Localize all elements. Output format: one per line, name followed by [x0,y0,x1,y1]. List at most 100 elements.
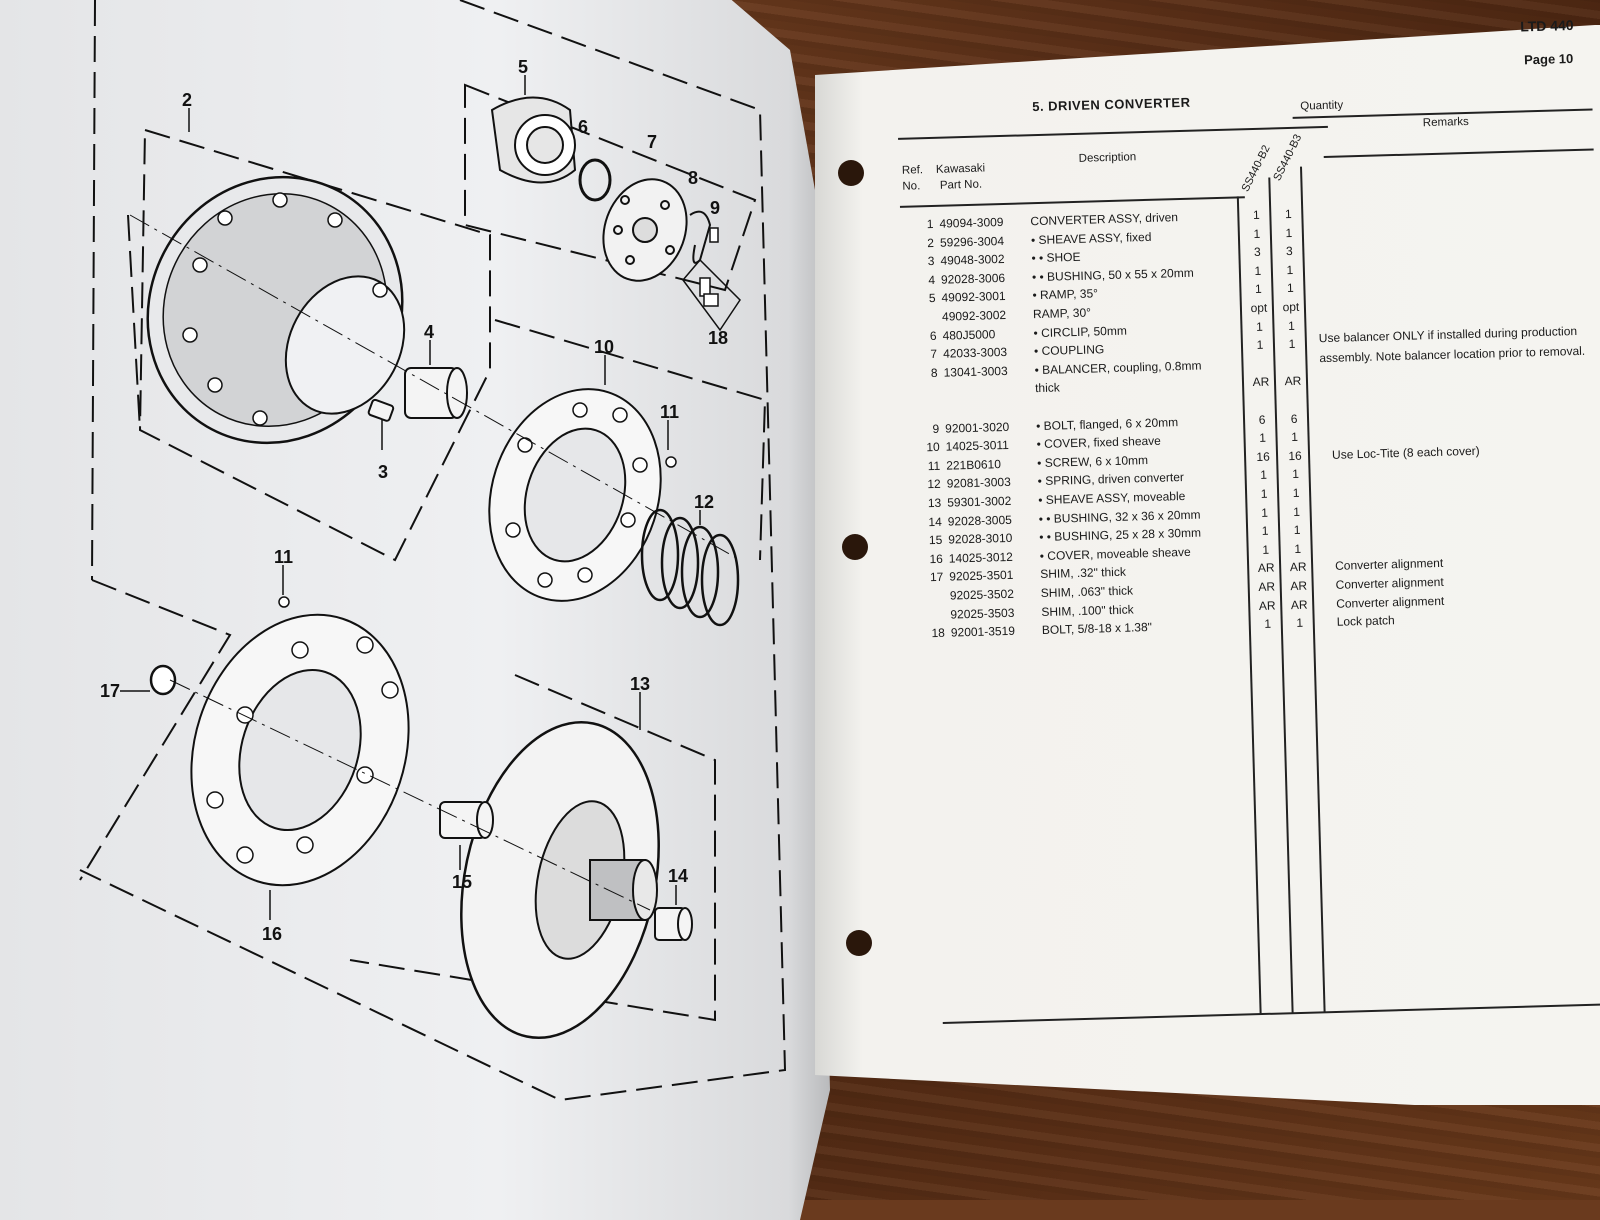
callout-10: 10 [594,337,614,357]
cover-16-drawing [190,613,410,887]
part-number-cell: 92028-3010 [948,531,1013,547]
callout-5: 5 [518,57,528,77]
description-cell: CONVERTER ASSY, driven [1030,210,1179,229]
qty-b3-cell: 16 [1288,448,1302,463]
callout-6: 6 [578,117,588,137]
ref-cell: 15 [928,532,943,548]
callout-18: 18 [708,328,728,348]
qty-b2-cell: AR [1258,598,1276,613]
qty-b2-cell [1250,394,1272,395]
part-number-cell: 92025-3501 [949,568,1014,584]
description-cell: thick [1034,380,1060,396]
description-cell: • • SHOE [1031,250,1081,266]
remarks-cell: Use Loc-Tite (8 each cover) [1331,443,1480,462]
description-cell: • BOLT, flanged, 6 x 20mm [1035,414,1179,433]
model-header: LTD 440 [1519,16,1574,35]
part-number-cell: 92025-3502 [949,586,1015,603]
binder-hole-top [838,160,864,186]
qty-b3-cell: opt [1282,299,1300,315]
callout-3: 3 [378,462,388,482]
outline-cover [494,319,767,561]
description-cell: • SHEAVE ASSY, moveable [1038,488,1186,508]
qty-b3-cell: 1 [1293,504,1301,519]
part-number-cell: 14025-3012 [948,549,1014,566]
description-cell: • SPRING, driven converter [1037,470,1185,489]
qty-b3-cell: 1 [1292,485,1300,500]
description-cell: RAMP, 30° [1032,305,1092,322]
callout-17: 17 [100,681,120,701]
qty-b3-cell: 1 [1284,206,1292,222]
qty-b3-cell: 1 [1288,337,1296,352]
col-description-header: Description [1078,151,1137,165]
callout-4: 4 [424,322,434,342]
qty-b2-cell: 1 [1253,226,1261,241]
header-rule-bottom [899,196,1245,208]
part-number-cell: 92025-3503 [950,605,1015,622]
part-number-cell: 480J5000 [942,326,996,343]
page-number: Page 10 [1523,50,1574,68]
ref-cell [918,384,938,385]
qty-b3-cell: 3 [1285,244,1293,259]
callout-14: 14 [668,866,688,886]
col-quantity-header: Quantity [1300,99,1344,113]
qty-b3-cell [1282,393,1304,394]
ref-cell: 14 [928,514,942,529]
ref-cell: 5 [928,291,936,306]
moveable-sheave-13-drawing [460,721,660,1039]
col-remarks-header: Remarks [1422,115,1470,130]
qty-b2-cell: 3 [1253,244,1261,260]
part-number-cell: 49094-3009 [939,214,1004,231]
qty-b3-cell: AR [1284,374,1302,389]
qty-b3-cell [1281,355,1303,356]
qty-b2-cell: 1 [1261,523,1269,539]
qty-b3-cell: 1 [1286,262,1294,277]
part-number-cell: 92001-3020 [944,419,1010,436]
description-cell: • COVER, moveable sheave [1039,544,1191,563]
qty-b3-cell: AR [1290,597,1308,612]
qty-b3-cell: 1 [1292,467,1300,482]
qty-b3-cell: 1 [1285,225,1293,240]
ref-cell: 1 [926,216,934,232]
bushing-15-drawing [439,801,494,839]
qty-b2-cell: 1 [1264,616,1272,632]
part-number-cell: 92001-3519 [950,623,1016,640]
remarks-cell: Converter alignment [1334,556,1444,574]
ref-cell: 18 [931,625,946,641]
description-cell: • RAMP, 35° [1032,286,1099,303]
fixed-sheave-drawing [146,175,406,445]
section-title: 5. DRIVEN CONVERTER [1032,94,1191,115]
description-cell: BOLT, 5/8-18 x 1.38" [1041,620,1153,638]
qty-b3-cell: AR [1290,578,1308,594]
qty-b2-cell: 1 [1254,282,1262,297]
screw-11-drawing [665,456,677,468]
qty-b2-cell: 1 [1262,542,1270,557]
ref-cell: 4 [928,272,936,287]
part-number-cell: 59301-3002 [947,493,1012,510]
ref-cell: 8 [930,365,938,380]
col-part-line2: Part No. [939,178,983,192]
col-ref-header: Ref. No. [902,162,924,195]
part-number-cell: 59296-3004 [939,233,1005,250]
part-number-cell: 49092-3002 [941,307,1007,324]
qty-b2-cell: 1 [1252,207,1260,222]
ref-cell: 10 [926,440,940,455]
callout-11b: 11 [274,547,293,567]
qty-b2-cell: AR [1258,579,1276,594]
qty-b3-cell: 1 [1296,615,1304,631]
bolt-9-drawing [709,227,719,243]
ref-cell: 11 [927,458,941,473]
spring-12-drawing [640,508,740,627]
balancer-8-drawing [689,210,712,264]
part-number-cell: 14025-3011 [945,438,1010,454]
part-number-cell: 92028-3005 [947,512,1012,529]
ref-cell: 17 [929,570,944,585]
ref-cell [918,403,938,404]
header-rule-top [898,125,1328,140]
col-ref-line1: Ref. [901,164,924,177]
part-number-cell: 49092-3001 [941,289,1006,306]
header-rule-remarks [1323,148,1594,158]
ref-cell: 9 [932,421,940,436]
description-cell: SHIM, .32" thick [1040,565,1127,582]
shoe-3-drawing [367,398,395,422]
description-cell: • SHEAVE ASSY, fixed [1030,229,1152,247]
